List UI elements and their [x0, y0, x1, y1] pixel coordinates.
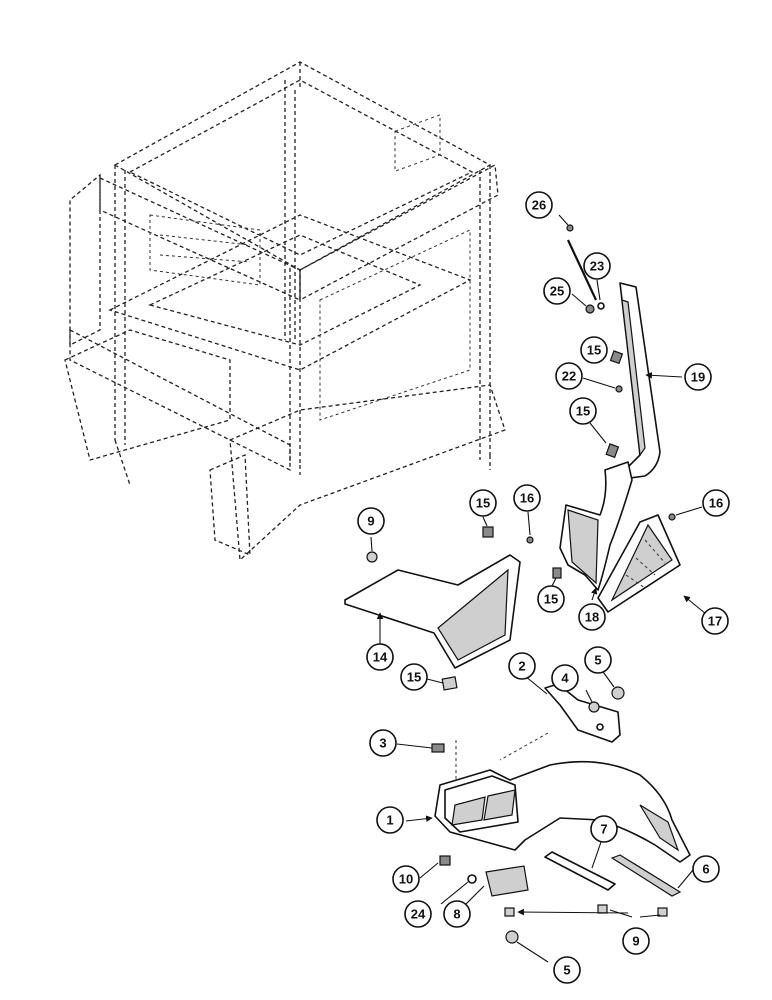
callout-15-e: 15 [400, 663, 428, 691]
svg-text:24: 24 [411, 907, 426, 922]
svg-text:17: 17 [708, 614, 722, 629]
side-panel-14 [344, 554, 521, 669]
svg-text:25: 25 [550, 284, 564, 299]
callout-15-d: 15 [537, 585, 565, 613]
svg-text:22: 22 [562, 369, 576, 384]
svg-text:5: 5 [563, 963, 570, 978]
panel-17 [597, 514, 707, 615]
svg-text:23: 23 [590, 259, 604, 274]
callout-15-c: 15 [469, 489, 497, 517]
pillar-trim-19 [619, 282, 683, 479]
bolt-10 [419, 855, 451, 879]
callout-18: 18 [578, 603, 606, 631]
screw-16-right [668, 506, 703, 521]
callout-9-b: 9 [622, 927, 650, 955]
clip-15-near-14-top [482, 516, 494, 538]
svg-text:19: 19 [691, 370, 705, 385]
svg-text:15: 15 [576, 404, 590, 419]
clip-15-near-18 [550, 567, 562, 589]
strip-7 [544, 841, 616, 891]
svg-text:10: 10 [399, 872, 413, 887]
svg-text:14: 14 [373, 650, 388, 665]
callout-2: 2 [508, 652, 536, 680]
callout-4: 4 [551, 664, 579, 692]
svg-text:16: 16 [709, 496, 723, 511]
fastener-25 [571, 293, 595, 314]
svg-text:4: 4 [561, 671, 569, 686]
washer-24 [440, 874, 477, 905]
nut-4 [585, 689, 600, 713]
callout-16-b: 16 [702, 489, 730, 517]
callout-23: 23 [583, 252, 611, 280]
callout-16-a: 16 [513, 484, 541, 512]
callout-10: 10 [392, 865, 420, 893]
callout-19: 19 [684, 363, 712, 391]
cab-frame-phantom [64, 61, 506, 562]
strip-6 [610, 854, 694, 897]
callout-5-b: 5 [553, 956, 581, 984]
callout-1: 1 [376, 806, 404, 834]
clip-15-middle [589, 422, 620, 459]
fastener-26 [558, 214, 597, 301]
callout-7: 7 [590, 815, 618, 843]
nut-5-top [600, 668, 625, 700]
nut-9-top [366, 536, 378, 563]
callout-9-a: 9 [357, 507, 385, 535]
fender-housing-1 [405, 760, 691, 863]
callout-26: 26 [525, 191, 553, 219]
svg-text:5: 5 [594, 653, 601, 668]
clip-15-near-14-bottom [426, 676, 458, 691]
callout-15-a: 15 [580, 336, 608, 364]
callout-6: 6 [692, 855, 720, 883]
svg-text:6: 6 [702, 862, 709, 877]
svg-text:15: 15 [407, 670, 421, 685]
callout-8: 8 [443, 900, 471, 928]
svg-text:15: 15 [587, 343, 601, 358]
nut-5-bottom [505, 930, 549, 963]
nuts-9-lower [504, 904, 668, 918]
callout-5-a: 5 [584, 646, 612, 674]
svg-text:7: 7 [600, 822, 607, 837]
callout-24: 24 [404, 900, 432, 928]
callout-14: 14 [366, 643, 394, 671]
fastener-23 [596, 279, 605, 310]
svg-text:9: 9 [632, 934, 639, 949]
plate-8 [462, 865, 529, 908]
svg-text:3: 3 [379, 736, 386, 751]
callout-15-b: 15 [569, 397, 597, 425]
callout-3: 3 [369, 729, 397, 757]
callout-25: 25 [543, 277, 571, 305]
svg-text:9: 9 [367, 514, 374, 529]
clip-15-upper [609, 350, 624, 365]
svg-text:2: 2 [518, 659, 525, 674]
svg-text:16: 16 [520, 491, 534, 506]
screw-22 [582, 377, 623, 393]
screw-16-left [526, 511, 534, 544]
svg-text:18: 18 [585, 610, 599, 625]
svg-text:15: 15 [476, 496, 490, 511]
callout-17: 17 [701, 607, 729, 635]
svg-text:26: 26 [532, 198, 546, 213]
svg-text:15: 15 [544, 592, 558, 607]
svg-text:1: 1 [386, 813, 393, 828]
callout-22: 22 [555, 362, 583, 390]
bracket-phantom-line [499, 732, 549, 761]
svg-text:8: 8 [453, 907, 460, 922]
trim-panel-18 [559, 461, 633, 601]
